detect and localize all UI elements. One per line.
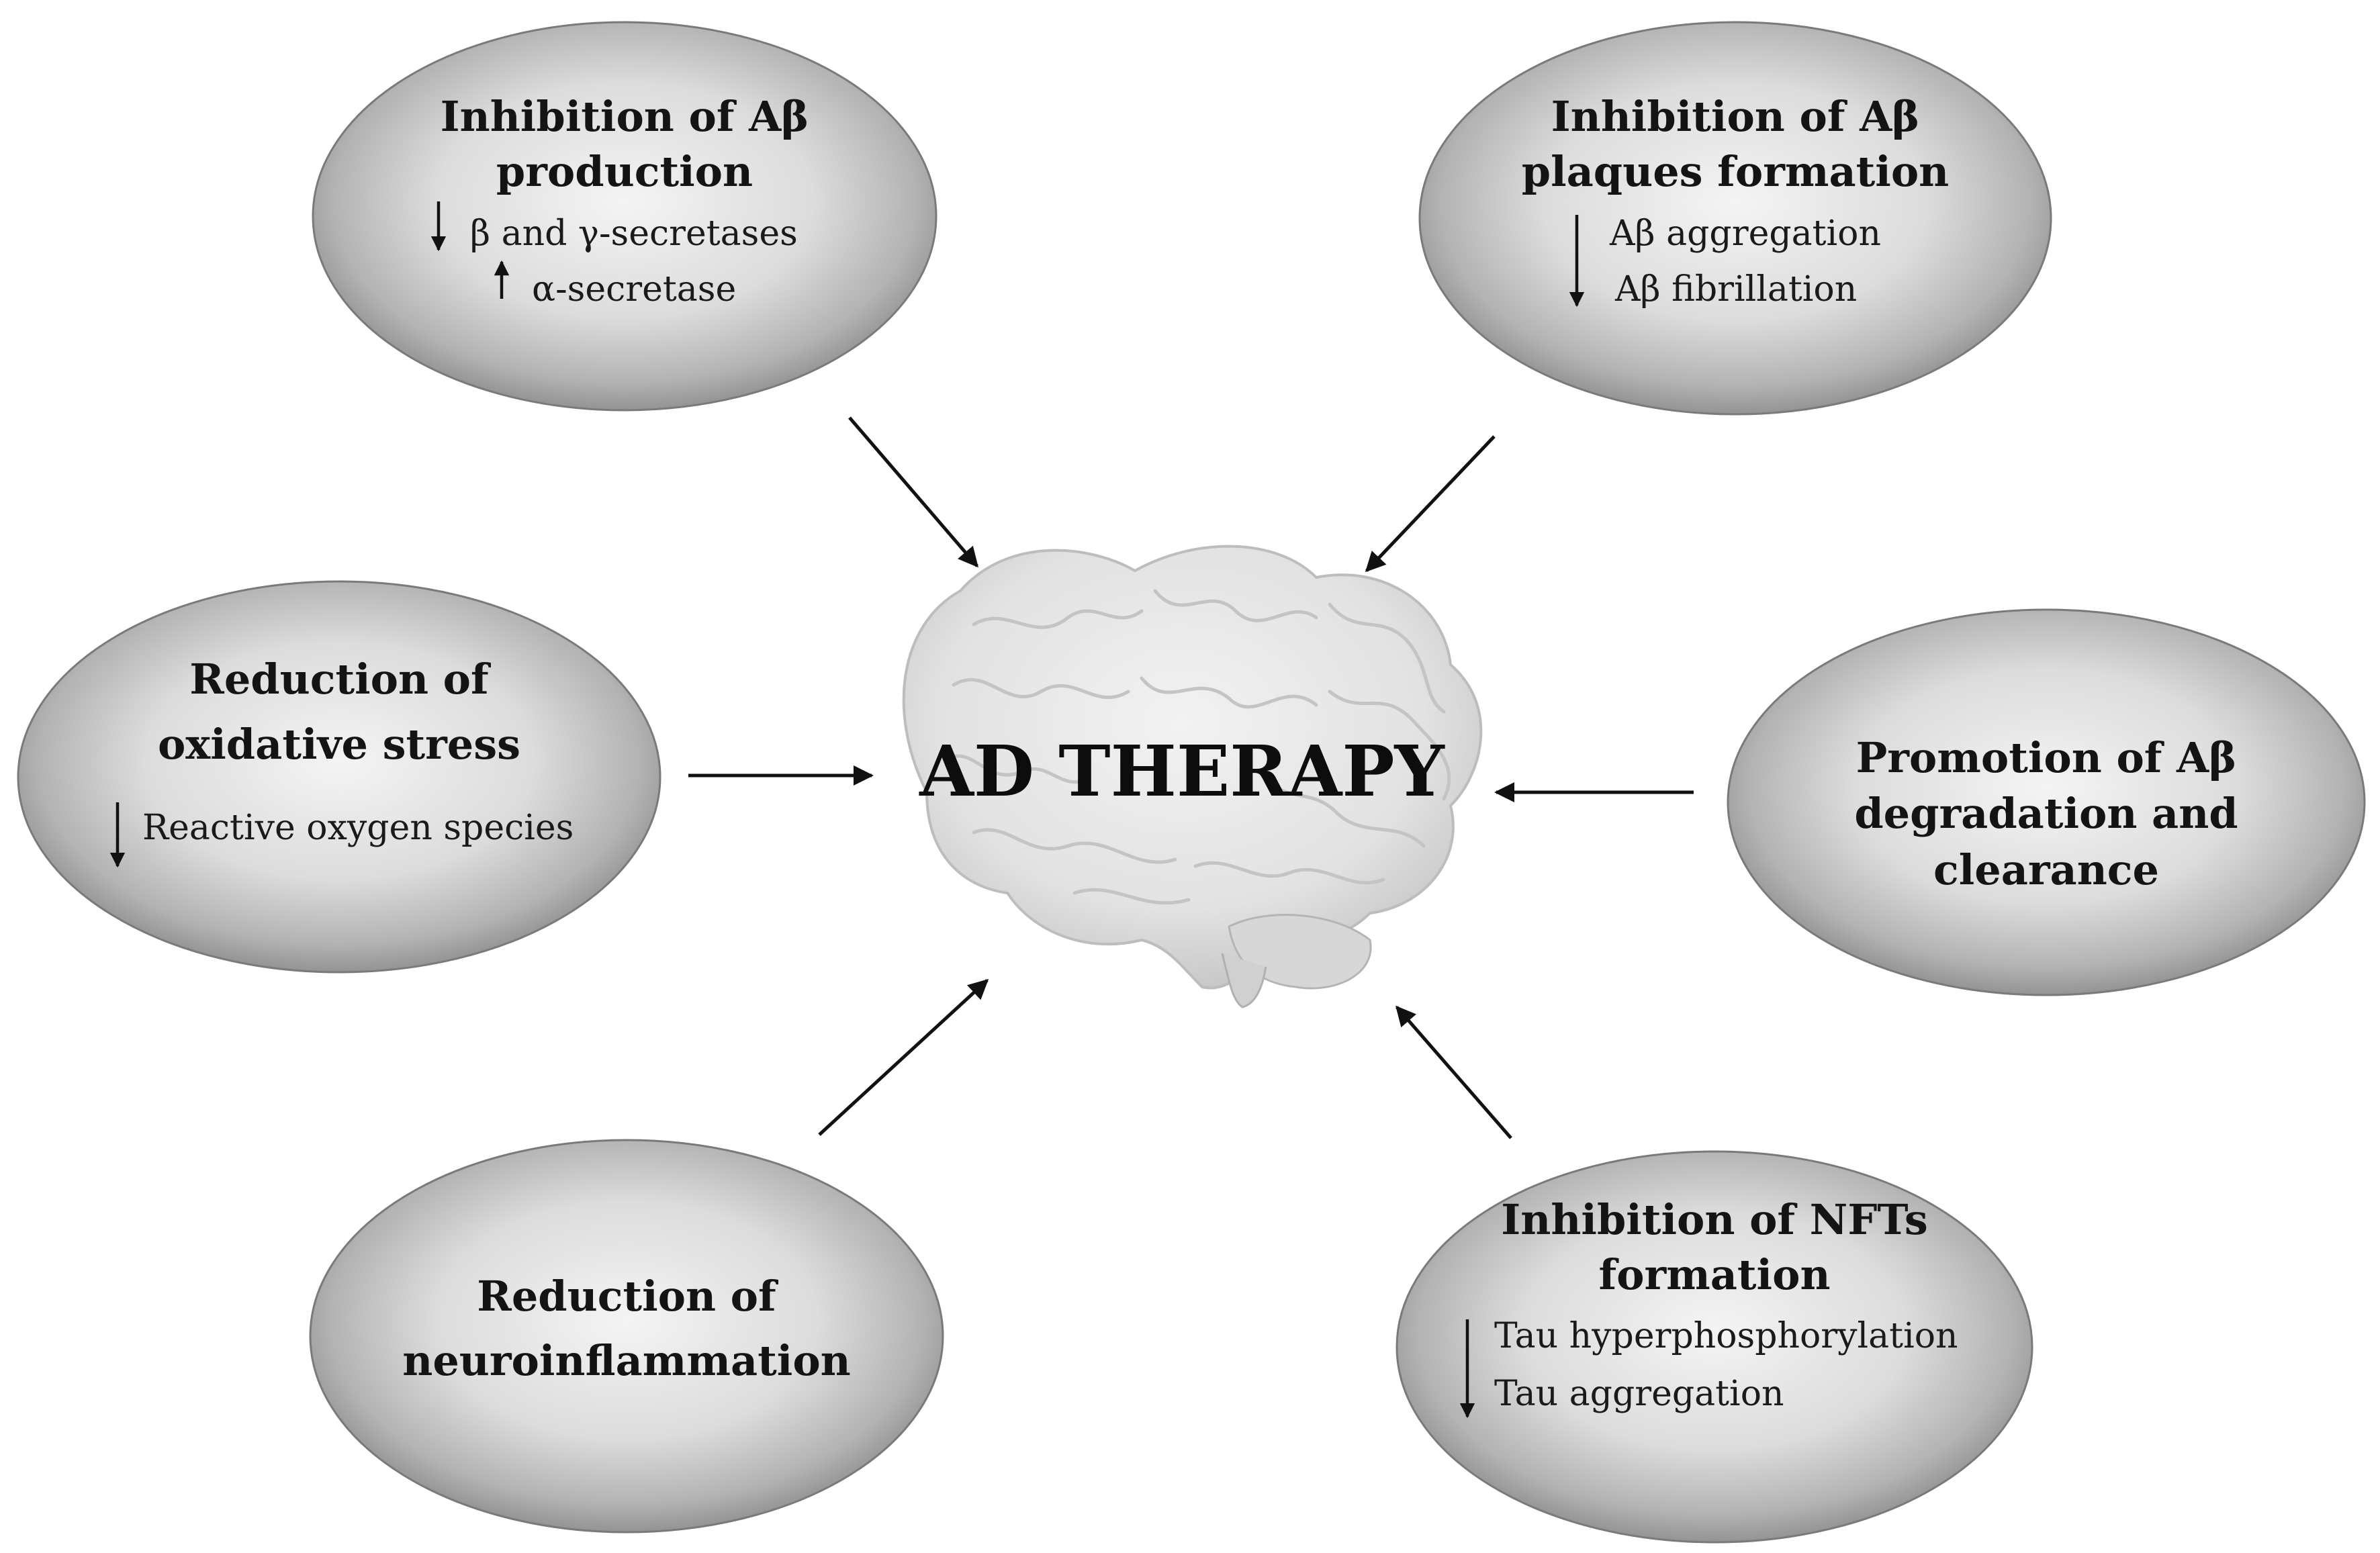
node-item: Tau aggregation <box>1494 1374 1784 1414</box>
arrow-plaques-to-center <box>1365 435 1496 573</box>
arrow-nft-to-center <box>1395 1005 1512 1139</box>
node-item: α-secretase <box>532 269 736 310</box>
node-ellipse <box>309 1139 944 1534</box>
node-neuroinflammation: Reduction of neuroinflammation <box>309 1139 944 1534</box>
node-item: Tau hyperphosphorylation <box>1494 1316 1958 1356</box>
node-title-line: degradation and <box>1854 789 2238 838</box>
node-ellipse <box>1395 1150 2033 1544</box>
node-ellipse <box>1418 21 2052 416</box>
node-ellipse <box>312 21 937 412</box>
node-oxidative-stress: Reduction of oxidative stress Reactive o… <box>17 580 661 974</box>
node-title-line: Reduction of <box>477 1272 778 1321</box>
node-title-line: Inhibition of Aβ <box>441 92 809 141</box>
node-title-line: neuroinflammation <box>402 1336 851 1385</box>
node-nft-formation: Inhibition of NFTs formation Tau hyperph… <box>1395 1150 2033 1544</box>
node-ellipse <box>17 580 661 974</box>
node-ellipse <box>1727 608 2366 996</box>
brain-icon <box>902 545 1483 1008</box>
node-abeta-production: Inhibition of Aβ production β and γ-secr… <box>312 21 937 412</box>
node-title-line: oxidative stress <box>158 720 520 769</box>
arrow-production-to-center <box>848 416 978 568</box>
node-title-line: clearance <box>1933 845 2159 894</box>
node-title-line: production <box>496 147 753 196</box>
node-item: Reactive oxygen species <box>142 808 574 848</box>
arrow-neuroinflammation-to-center <box>818 978 989 1136</box>
node-item: Aβ aggregation <box>1609 214 1881 254</box>
node-title-line: Promotion of Aβ <box>1856 733 2237 782</box>
node-title-line: Inhibition of Aβ <box>1551 92 1920 141</box>
center-title: AD THERAPY <box>919 730 1445 812</box>
node-item: Aβ fibrillation <box>1614 269 1857 310</box>
node-item: β and γ-secretases <box>470 214 798 254</box>
node-title-line: formation <box>1598 1250 1830 1299</box>
node-title-line: Reduction of <box>189 655 491 704</box>
node-plaques-formation: Inhibition of Aβ plaques formation Aβ ag… <box>1418 21 2052 416</box>
node-title-line: Inhibition of NFTs <box>1501 1195 1927 1244</box>
node-title-line: plaques formation <box>1522 147 1950 196</box>
node-abeta-clearance: Promotion of Aβ degradation and clearanc… <box>1727 608 2366 996</box>
